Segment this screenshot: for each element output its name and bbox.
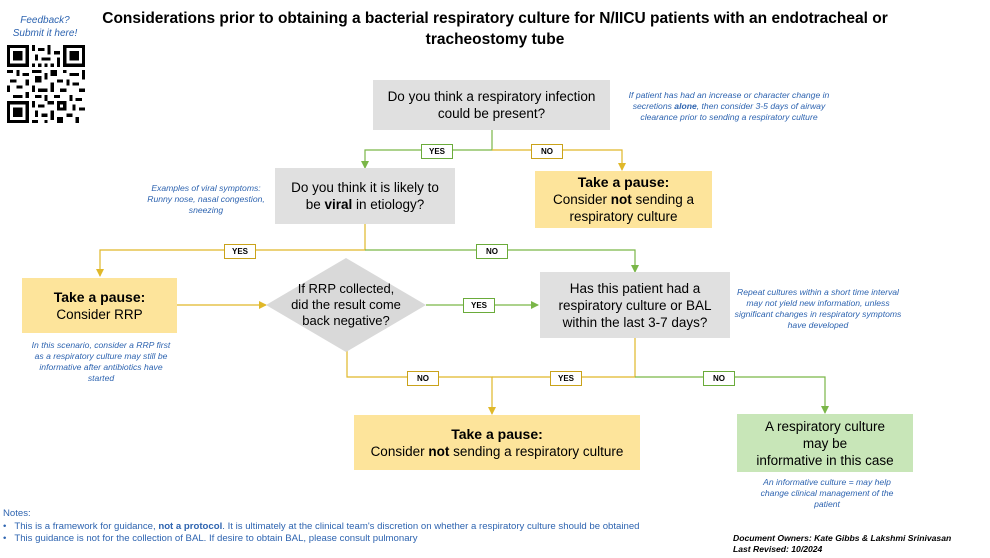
- node-text: did the result come: [291, 297, 401, 312]
- node-text: If RRP collected,: [297, 281, 395, 296]
- edge-label-no: NO: [531, 144, 563, 159]
- node-text: respiratory culture or BAL: [558, 297, 712, 313]
- notes-item: • This guidance is not for the collectio…: [3, 533, 418, 544]
- node-text: could be present?: [437, 106, 546, 121]
- note-rrp: In this scenario, consider a RRP first a…: [31, 340, 171, 383]
- notes-heading: Notes:: [3, 508, 31, 519]
- node-text: A respiratory culture: [764, 418, 886, 434]
- edge-q3-no: [635, 376, 829, 414]
- feedback-line1: Feedback?: [20, 15, 70, 26]
- document-owners: Document Owners: Kate Gibbs & Lakshmi Sr…: [733, 533, 951, 555]
- node-text: Do you think a respiratory infection: [387, 89, 596, 104]
- node-text: Do you think it is likely to be viral in…: [291, 180, 439, 212]
- decision-rrp-text: If RRP collected, did the result come ba…: [286, 280, 406, 330]
- edge-label-yes: YES: [421, 144, 453, 159]
- question-infection-present: Do you think a respiratory infection cou…: [373, 80, 610, 130]
- node-text: Consider not sending a respiratory cultu…: [370, 443, 624, 459]
- decision-rrp-negative: [266, 258, 426, 352]
- edge-label-yes: YES: [224, 244, 256, 259]
- question-recent-culture: Has this patient had a respiratory cultu…: [540, 272, 730, 338]
- question-viral-etiology: Do you think it is likely to be viral in…: [275, 168, 455, 224]
- qr-code-icon[interactable]: [7, 45, 85, 123]
- node-text: Consider not sending a respiratory cultu…: [552, 192, 695, 224]
- pause-heading: Take a pause:: [451, 425, 543, 442]
- node-text: back negative?: [302, 313, 390, 328]
- node-text: within the last 3-7 days?: [562, 314, 708, 330]
- node-text: informative in this case: [756, 452, 894, 468]
- pause-heading: Take a pause:: [53, 288, 146, 305]
- footer-notes: Notes: • This is a framework for guidanc…: [3, 508, 733, 546]
- outcome-culture-informative: A respiratory culture may be informative…: [737, 414, 913, 472]
- page-title: Considerations prior to obtaining a bact…: [102, 10, 888, 48]
- edge-label-no: NO: [476, 244, 508, 259]
- note-secretions: If patient has had an increase or charac…: [628, 90, 830, 122]
- feedback-link[interactable]: Feedback? Submit it here!: [6, 14, 84, 40]
- note-repeat-cultures: Repeat cultures within a short time inte…: [734, 287, 902, 330]
- pause-heading: Take a pause:: [577, 174, 670, 190]
- edge-label-no: NO: [703, 371, 735, 386]
- note-viral-symptoms: Examples of viral symptoms: Runny nose, …: [147, 183, 265, 215]
- edge-label-no: NO: [407, 371, 439, 386]
- edge-label-yes: YES: [550, 371, 582, 386]
- revised-line: Last Revised: 10/2024: [733, 544, 823, 554]
- pause-consider-not-sending-top: Take a pause: Consider not sending a res…: [535, 171, 712, 228]
- notes-item: • This is a framework for guidance, not …: [3, 520, 640, 532]
- feedback-line2: Submit it here!: [12, 28, 78, 39]
- note-informative-definition: An informative culture = may help change…: [760, 477, 894, 509]
- pause-consider-rrp: Take a pause: Consider RRP: [22, 278, 177, 333]
- pause-consider-not-sending-bottom: Take a pause: Consider not sending a res…: [354, 415, 640, 470]
- owners-line: Document Owners: Kate Gibbs & Lakshmi Sr…: [733, 533, 952, 543]
- edge-q2-no: [365, 249, 639, 273]
- node-text: may be: [802, 435, 848, 451]
- edge-label-yes: YES: [463, 298, 495, 313]
- node-text: Consider RRP: [56, 306, 143, 322]
- node-text: Has this patient had a: [569, 280, 701, 296]
